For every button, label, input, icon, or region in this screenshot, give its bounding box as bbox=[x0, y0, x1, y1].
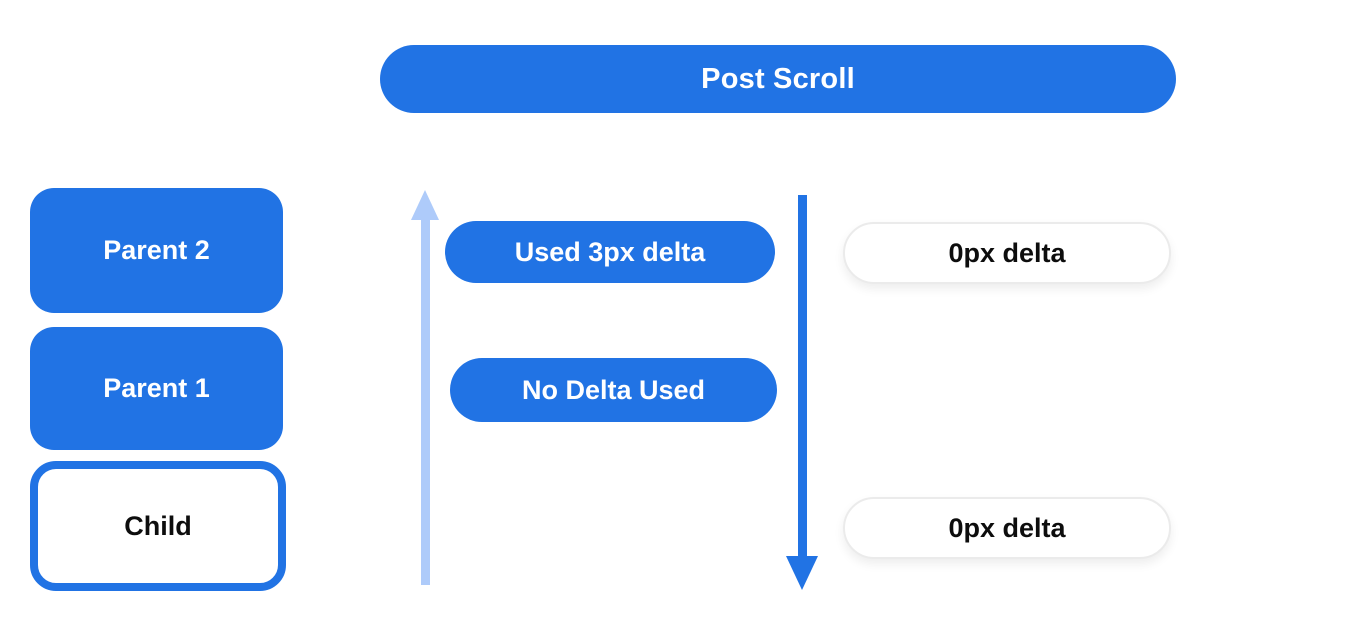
parent1-box: Parent 1 bbox=[30, 327, 283, 450]
parent2-box: Parent 2 bbox=[30, 188, 283, 313]
child-label: Child bbox=[124, 510, 192, 541]
zero-delta-top-label: 0px delta bbox=[948, 237, 1066, 268]
post-scroll-banner: Post Scroll bbox=[380, 45, 1176, 113]
up-arrow-head bbox=[411, 190, 439, 220]
down-arrow-icon bbox=[786, 195, 818, 590]
up-arrow-shaft bbox=[420, 220, 430, 585]
used-delta-pill: Used 3px delta bbox=[445, 221, 775, 283]
post-scroll-banner-label: Post Scroll bbox=[701, 62, 855, 95]
child-box: Child bbox=[30, 461, 286, 591]
down-arrow-head bbox=[786, 556, 818, 590]
zero-delta-pill-bottom: 0px delta bbox=[843, 497, 1171, 559]
down-arrow-shaft bbox=[797, 195, 807, 556]
parent1-label: Parent 1 bbox=[103, 373, 210, 403]
parent2-label: Parent 2 bbox=[103, 235, 210, 265]
zero-delta-bottom-label: 0px delta bbox=[948, 512, 1066, 543]
zero-delta-pill-top: 0px delta bbox=[843, 222, 1171, 284]
no-delta-pill: No Delta Used bbox=[450, 358, 777, 422]
up-arrow-icon bbox=[411, 190, 439, 585]
used-delta-label: Used 3px delta bbox=[514, 236, 706, 267]
no-delta-label: No Delta Used bbox=[521, 374, 706, 405]
